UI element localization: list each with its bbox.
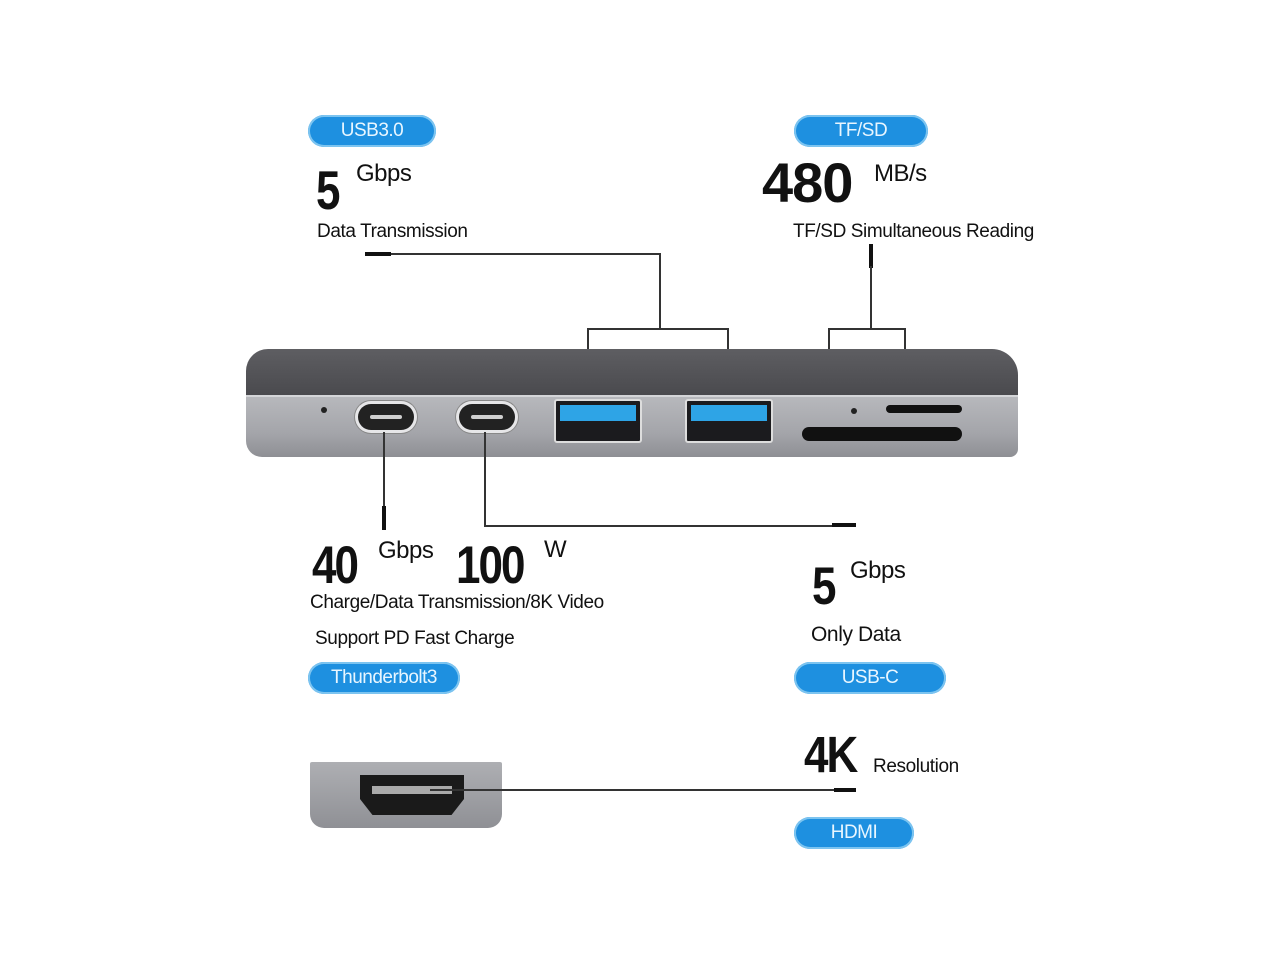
sd-card-slot	[802, 427, 962, 441]
usb3-speed-unit: Gbps	[356, 160, 412, 187]
usbc-speed-unit: Gbps	[850, 557, 906, 584]
thunderbolt3-port	[358, 404, 414, 430]
usb-c-port	[459, 404, 515, 430]
thunderbolt-power-value: 100	[456, 536, 525, 595]
thunderbolt-leader-tick	[382, 506, 386, 530]
usb3-leader-tick	[365, 252, 391, 256]
thunderbolt-power-unit: W	[544, 536, 567, 563]
usbc-leader-line	[484, 525, 834, 527]
thunderbolt-description: Charge/Data Transmission/8K Video	[310, 592, 604, 613]
hdmi-resolution-value: 4K	[804, 727, 858, 784]
usb3-leader-drop	[659, 253, 661, 329]
usbc-speed-value: 5	[812, 557, 837, 616]
thunderbolt-pd-description: Support PD Fast Charge	[315, 628, 515, 649]
tfsd-speed-unit: MB/s	[874, 160, 927, 187]
tfsd-leader-tick	[869, 244, 873, 268]
usbc-leader-tick	[832, 523, 856, 527]
badge-usb-c: USB-C	[794, 662, 946, 694]
usb3-leader-line	[391, 253, 661, 255]
usb3-port-2	[685, 399, 773, 443]
tfsd-leader-line	[870, 266, 872, 329]
usb3-description: Data Transmission	[317, 221, 468, 242]
badge-tfsd: TF/SD	[794, 115, 928, 147]
usbc-description: Only Data	[811, 623, 901, 646]
tfsd-description: TF/SD Simultaneous Reading	[793, 221, 1034, 242]
hdmi-port	[360, 775, 464, 815]
hdmi-resolution-unit: Resolution	[873, 756, 959, 777]
usb3-bracket	[587, 328, 729, 330]
badge-usb3: USB3.0	[308, 115, 436, 147]
badge-hdmi: HDMI	[794, 817, 914, 849]
tfsd-speed-value: 480	[762, 151, 853, 214]
hub-top-surface	[246, 349, 1018, 395]
thunderbolt-speed-value: 40	[312, 536, 359, 595]
tfsd-bracket	[828, 328, 906, 330]
badge-thunderbolt3: Thunderbolt3	[308, 662, 460, 694]
hdmi-leader-tick	[834, 788, 856, 792]
thunderbolt-speed-unit: Gbps	[378, 537, 434, 564]
tf-card-slot	[886, 405, 962, 413]
hdmi-port-contacts	[372, 786, 452, 794]
usb3-port-1	[554, 399, 642, 443]
hdmi-leader-line	[430, 789, 836, 791]
led-indicator	[321, 407, 327, 413]
usb3-speed-value: 5	[316, 160, 341, 222]
card-led-indicator	[851, 408, 857, 414]
usbc-leader-drop	[484, 432, 486, 526]
thunderbolt-leader-line	[383, 432, 385, 510]
